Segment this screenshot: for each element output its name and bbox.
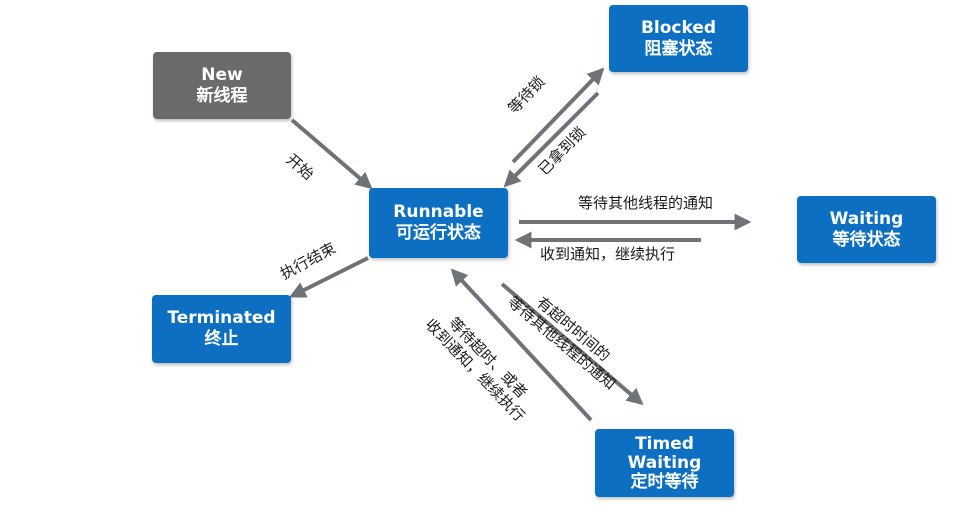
state-blocked-zh: 阻塞状态 bbox=[644, 38, 713, 59]
state-waiting-en: Waiting bbox=[829, 208, 904, 229]
state-timed-waiting-en2: Waiting bbox=[627, 452, 702, 473]
state-runnable: Runnable 可运行状态 bbox=[369, 188, 508, 258]
state-runnable-en: Runnable bbox=[393, 202, 484, 222]
state-terminated-zh: 终止 bbox=[204, 329, 239, 349]
label-wait-notify: 等待其他线程的通知 bbox=[578, 194, 713, 212]
state-blocked: Blocked 阻塞状态 bbox=[609, 5, 748, 72]
state-terminated-en: Terminated bbox=[167, 308, 276, 328]
state-terminated: Terminated 终止 bbox=[152, 295, 291, 363]
state-timed-waiting-en1: Timed bbox=[635, 433, 694, 454]
arrow-runnable-to-timed-waiting bbox=[500, 282, 644, 406]
arrow-runnable-to-terminated bbox=[288, 256, 369, 298]
arrow-timed-waiting-to-runnable bbox=[450, 268, 593, 422]
state-runnable-zh: 可运行状态 bbox=[396, 223, 481, 243]
label-notified: 收到通知，继续执行 bbox=[540, 245, 675, 263]
arrow-blocked-to-runnable bbox=[503, 91, 600, 188]
state-new-en: New bbox=[201, 64, 243, 85]
label-wait-notify-text: 等待其他线程的通知 bbox=[578, 194, 714, 212]
state-blocked-en: Blocked bbox=[640, 17, 717, 38]
state-timed-waiting-zh: 定时等待 bbox=[630, 471, 699, 492]
state-timed-waiting: Timed Waiting 定时等待 bbox=[595, 429, 734, 497]
arrow-runnable-to-blocked bbox=[511, 67, 605, 164]
label-notified-text: 收到通知，继续执行 bbox=[540, 245, 676, 263]
state-waiting: Waiting 等待状态 bbox=[797, 196, 936, 263]
arrow-new-to-runnable bbox=[290, 118, 373, 190]
state-new-zh: 新线程 bbox=[196, 85, 248, 106]
state-new: New 新线程 bbox=[153, 52, 291, 119]
state-waiting-zh: 等待状态 bbox=[832, 229, 901, 250]
